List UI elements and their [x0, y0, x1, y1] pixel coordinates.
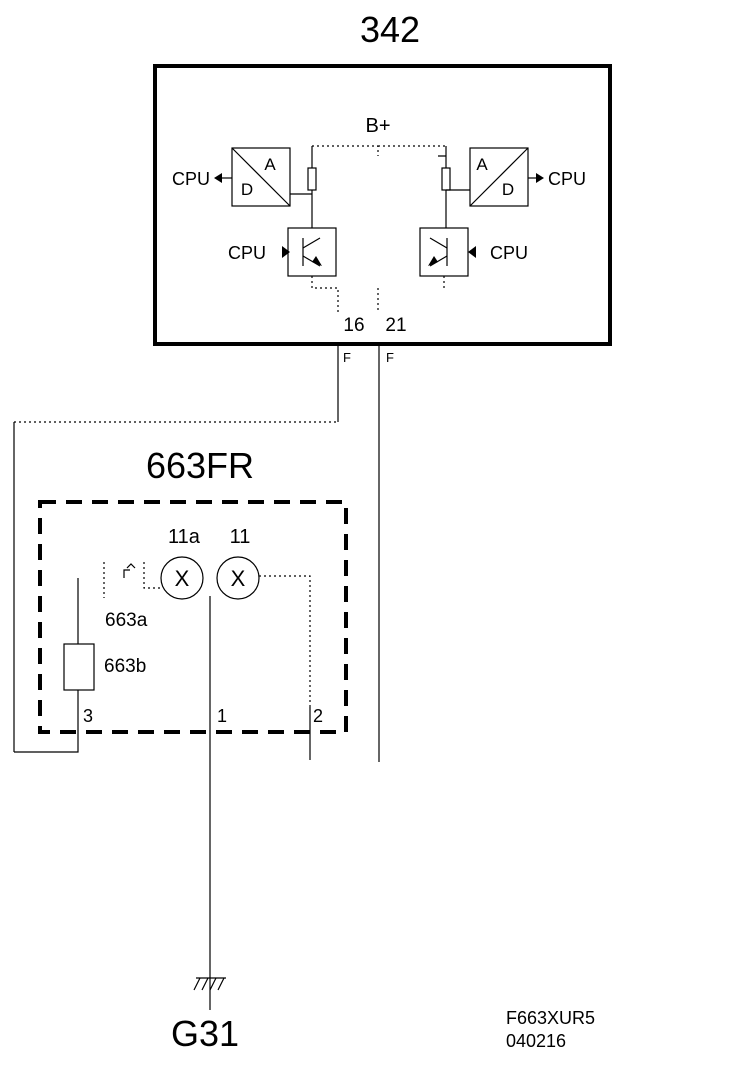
- driver-left-cpu: CPU: [228, 243, 266, 263]
- ground-symbol-icon: [193, 977, 226, 991]
- wire-mark-16: F: [343, 350, 351, 365]
- lamp-11-label: 11: [230, 526, 251, 548]
- diagram-code: F663XUR5: [506, 1008, 595, 1028]
- arrow-right-icon: [536, 173, 544, 183]
- component-342-box: [153, 64, 612, 346]
- lamp-11-wire: [259, 575, 311, 706]
- adc-right-cpu: CPU: [548, 169, 586, 189]
- part-663b-label: 663b: [104, 656, 146, 677]
- switch-663a-lamp-wire: [143, 562, 160, 589]
- diagram-date: 040216: [506, 1031, 566, 1051]
- switch-663a-label: 663a: [105, 610, 148, 631]
- component-663fr-label: 663FR: [146, 445, 254, 486]
- pin-1-label: 1: [217, 706, 227, 726]
- shunt-right-tap: [438, 155, 470, 228]
- lamp-11a-label: 11a: [168, 526, 201, 548]
- shunt-left-tap: [290, 190, 313, 228]
- adc-left-d: D: [241, 180, 253, 199]
- pin-16-label: 16: [343, 315, 364, 336]
- part-663b-wire-bottom: [14, 690, 79, 753]
- shunt-right: [441, 167, 451, 191]
- shunt-left: [307, 167, 317, 191]
- driver-right-cpu: CPU: [490, 243, 528, 263]
- lamp-11a-symbol: X: [175, 566, 190, 591]
- lamp-11: X: [216, 556, 260, 600]
- pin-21-label: 21: [385, 315, 406, 336]
- adc-left-a: A: [264, 155, 276, 174]
- pin-2-label: 2: [313, 706, 323, 726]
- part-663b: [63, 643, 95, 691]
- adc-left-cpu: CPU: [172, 169, 210, 189]
- arrow-left-icon: [214, 173, 222, 183]
- ground-label: G31: [171, 1013, 239, 1054]
- driver-left: CPU: [228, 227, 337, 277]
- switch-663a-symbol: [123, 563, 136, 578]
- adc-right: A D CPU: [469, 147, 586, 207]
- supply-label: B+: [365, 115, 390, 137]
- pin-16-internal-wire: [311, 276, 339, 312]
- component-663fr-box: [38, 500, 348, 734]
- adc-left: A D CPU: [172, 147, 291, 207]
- adc-right-d: D: [502, 180, 514, 199]
- arrow-right-icon: [282, 246, 290, 258]
- driver-right: CPU: [419, 227, 528, 277]
- component-342-label: 342: [360, 9, 420, 50]
- adc-right-a: A: [476, 155, 488, 174]
- arrow-left-icon: [468, 246, 476, 258]
- lamp-11a: X: [160, 556, 204, 600]
- pin-3-label: 3: [83, 706, 93, 726]
- supply-wire: [312, 145, 446, 156]
- lamp-11-symbol: X: [231, 566, 246, 591]
- wire-mark-21: F: [386, 350, 394, 365]
